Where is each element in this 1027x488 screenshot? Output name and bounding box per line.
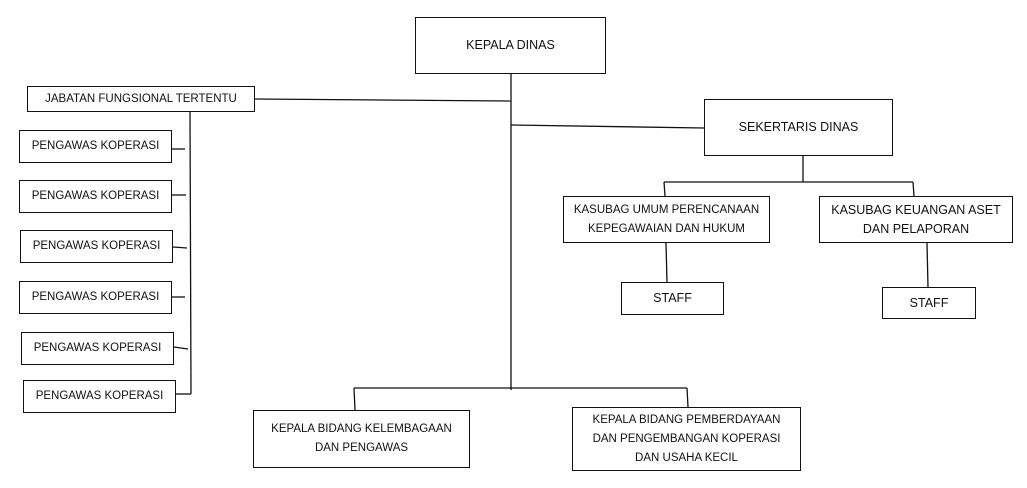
kepala-dinas-box: KEPALA DINAS	[415, 17, 606, 74]
jabatan-fungsional-label: JABATAN FUNGSIONAL TERTENTU	[45, 92, 237, 105]
connector-jabatan	[254, 98, 512, 102]
bidang-kelembagaan-box: KEPALA BIDANG KELEMBAGAAN DAN PENGAWAS	[253, 410, 470, 468]
kasubag-umum-line-1: KASUBAG UMUM PERENCANAAN	[573, 203, 760, 216]
pengawas-box: PENGAWAS KOPERASI	[19, 130, 172, 163]
bidang-pemberdayaan-line-2: DAN PENGEMBANGAN KOPERASI	[592, 432, 781, 445]
sekertaris-box: SEKERTARIS DINAS	[704, 99, 893, 156]
kasubag-keuangan-line-2: DAN PELAPORAN	[862, 221, 970, 236]
kasubag-keuangan-box: KASUBAG KEUANGAN ASET DAN PELAPORAN	[819, 196, 1013, 243]
staff-label: STAFF	[653, 291, 692, 305]
connector-pengawas-vertical	[189, 111, 192, 395]
jabatan-fungsional-box: JABATAN FUNGSIONAL TERTENTU	[27, 86, 255, 112]
bidang-pemberdayaan-box: KEPALA BIDANG PEMBERDAYAAN DAN PENGEMBAN…	[572, 407, 801, 471]
kepala-dinas-label: KEPALA DINAS	[466, 38, 555, 52]
connector-staff-1	[665, 242, 668, 283]
pengawas-label: PENGAWAS KOPERASI	[32, 240, 161, 252]
bidang-pemberdayaan-line-3: DAN USAHA KECIL	[635, 451, 738, 464]
connector-bidang-1	[353, 387, 356, 411]
kasubag-umum-box: KASUBAG UMUM PERENCANAAN KEPEGAWAIAN DAN…	[563, 196, 770, 243]
staff-box-1: STAFF	[621, 282, 724, 315]
connector-kasubag-2	[912, 181, 915, 197]
pengawas-box: PENGAWAS KOPERASI	[19, 180, 172, 213]
pengawas-label: PENGAWAS KOPERASI	[33, 342, 162, 354]
connector-staff-2	[926, 242, 929, 288]
kasubag-keuangan-line-1: KASUBAG KEUANGAN ASET	[831, 202, 1001, 217]
pengawas-label: PENGAWAS KOPERASI	[35, 390, 164, 402]
pengawas-label: PENGAWAS KOPERASI	[31, 190, 160, 202]
pengawas-box: PENGAWAS KOPERASI	[23, 380, 176, 413]
bidang-kelembagaan-line-1: KEPALA BIDANG KELEMBAGAAN	[271, 423, 452, 435]
pengawas-label: PENGAWAS KOPERASI	[31, 291, 160, 303]
pengawas-label: PENGAWAS KOPERASI	[31, 140, 160, 152]
bidang-pemberdayaan-line-1: KEPALA BIDANG PEMBERDAYAAN	[592, 413, 781, 426]
connector-sekertaris	[510, 124, 705, 129]
connector-bidang-2	[686, 387, 689, 408]
sekertaris-label: SEKERTARIS DINAS	[738, 120, 859, 134]
staff-label: STAFF	[909, 295, 949, 310]
connector-pengawas-3	[172, 246, 188, 249]
kasubag-umum-line-2: KEPEGAWAIAN DAN HUKUM	[588, 222, 745, 235]
pengawas-box: PENGAWAS KOPERASI	[20, 230, 173, 263]
staff-box-2: STAFF	[882, 287, 976, 319]
connector-kasubag-1	[663, 181, 666, 197]
pengawas-box: PENGAWAS KOPERASI	[19, 281, 172, 314]
pengawas-box: PENGAWAS KOPERASI	[21, 332, 174, 365]
bidang-kelembagaan-line-2: DAN PENGAWAS	[314, 442, 409, 454]
connector-pengawas-5	[173, 346, 189, 350]
